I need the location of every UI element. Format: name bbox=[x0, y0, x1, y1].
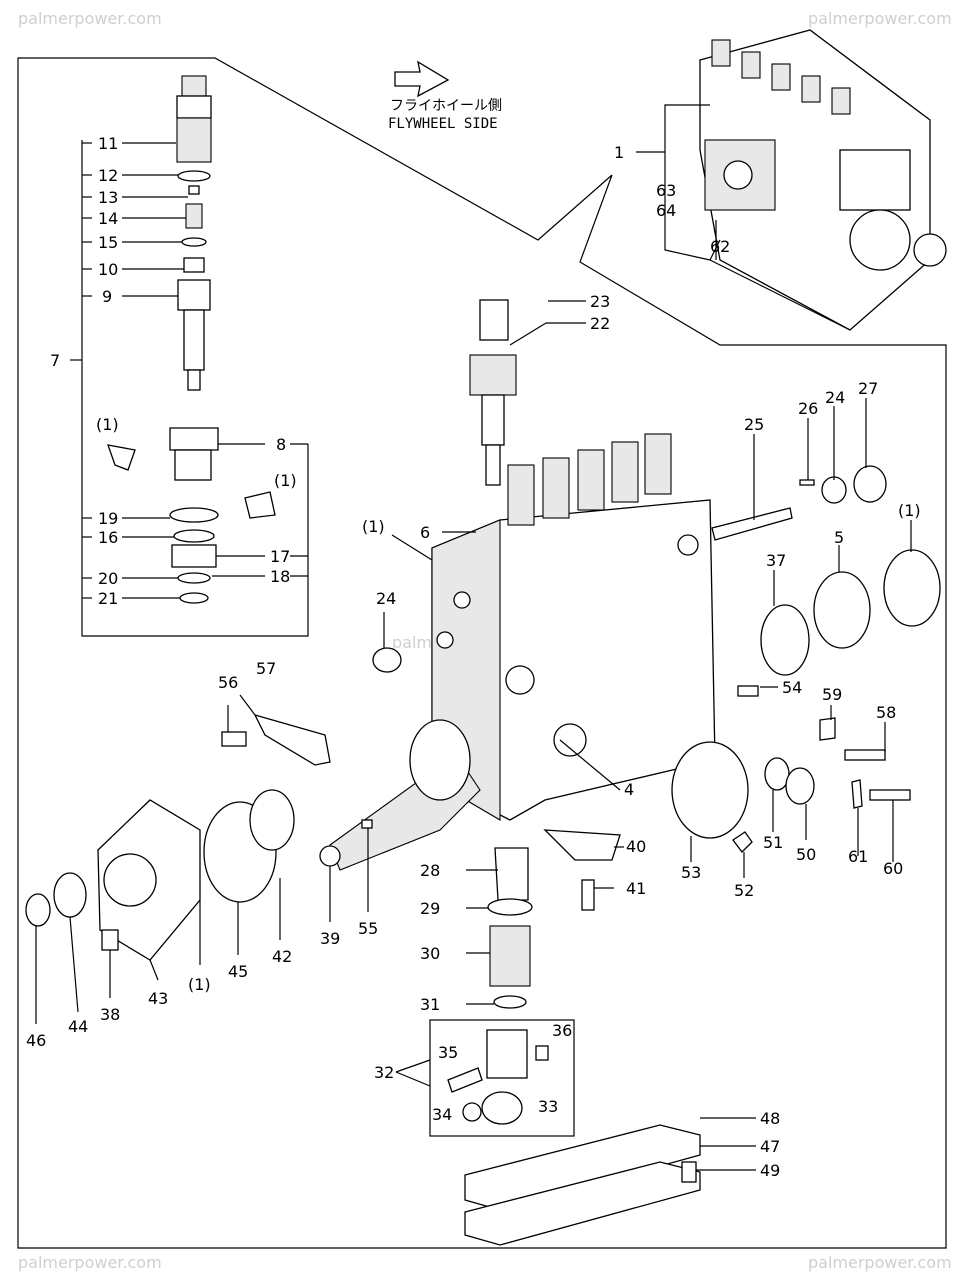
tappet-subparts bbox=[447, 1029, 549, 1125]
front-cover-parts bbox=[25, 789, 295, 961]
label-32: 32 bbox=[374, 1063, 394, 1082]
label-10: 10 bbox=[98, 260, 118, 279]
label-15: 15 bbox=[98, 233, 118, 252]
ref-label-a: (1) bbox=[96, 415, 119, 434]
watermark-top-right: palmerpower.com bbox=[808, 9, 952, 28]
label-16: 16 bbox=[98, 528, 118, 547]
label-14: 14 bbox=[98, 209, 118, 228]
tappet-stack bbox=[487, 847, 533, 1009]
label-43: 43 bbox=[148, 989, 168, 1008]
leader-1-bracket bbox=[664, 104, 711, 261]
label-28: 28 bbox=[420, 861, 440, 880]
label-1: 1 bbox=[614, 143, 624, 162]
subassembly-box bbox=[81, 140, 309, 637]
label-34: 34 bbox=[432, 1105, 452, 1124]
label-58: 58 bbox=[876, 703, 896, 722]
label-50: 50 bbox=[796, 845, 816, 864]
label-49: 49 bbox=[760, 1161, 780, 1180]
tappet-subbox bbox=[429, 1019, 575, 1137]
leaders-right bbox=[35, 220, 912, 1171]
bracket-57 bbox=[253, 713, 331, 766]
label-42: 42 bbox=[272, 947, 292, 966]
label-31: 31 bbox=[420, 995, 440, 1014]
label-23: 23 bbox=[590, 292, 610, 311]
label-24-left: 24 bbox=[376, 589, 396, 608]
bottom-gaskets bbox=[464, 1124, 701, 1246]
direction-label-jp: フライホイール側 bbox=[390, 98, 502, 114]
label-40: 40 bbox=[626, 837, 646, 856]
label-45: 45 bbox=[228, 962, 248, 981]
pump-housing bbox=[431, 299, 716, 821]
label-60: 60 bbox=[883, 859, 903, 878]
direction-arrow-icon bbox=[394, 60, 450, 98]
label-44: 44 bbox=[68, 1017, 88, 1036]
label-11: 11 bbox=[98, 134, 118, 153]
label-19: 19 bbox=[98, 509, 118, 528]
label-12: 12 bbox=[98, 166, 118, 185]
label-36: 36 bbox=[552, 1021, 572, 1040]
label-39: 39 bbox=[320, 929, 340, 948]
label-29: 29 bbox=[420, 899, 440, 918]
ref-label-c: (1) bbox=[362, 517, 385, 536]
label-48: 48 bbox=[760, 1109, 780, 1128]
label-52: 52 bbox=[734, 881, 754, 900]
label-54: 54 bbox=[782, 678, 802, 697]
label-25: 25 bbox=[744, 415, 764, 434]
main-frame bbox=[17, 57, 947, 1249]
ref-label-d: (1) bbox=[898, 501, 921, 520]
label-64: 64 bbox=[656, 201, 676, 220]
label-4: 4 bbox=[624, 780, 634, 799]
label-57: 57 bbox=[256, 659, 276, 678]
label-22: 22 bbox=[590, 314, 610, 333]
label-56: 56 bbox=[218, 673, 238, 692]
label-35: 35 bbox=[438, 1043, 458, 1062]
label-18: 18 bbox=[270, 567, 290, 586]
label-17: 17 bbox=[270, 547, 290, 566]
label-55: 55 bbox=[358, 919, 378, 938]
label-33: 33 bbox=[538, 1097, 558, 1116]
label-53: 53 bbox=[681, 863, 701, 882]
label-61: 61 bbox=[848, 847, 868, 866]
watermark-bottom-left: palmerpower.com bbox=[18, 1253, 162, 1272]
watermark-bottom-right: palmerpower.com bbox=[808, 1253, 952, 1272]
watermark-top-left: palmerpower.com bbox=[18, 9, 162, 28]
label-8: 8 bbox=[276, 435, 286, 454]
label-30: 30 bbox=[420, 944, 440, 963]
label-37: 37 bbox=[766, 551, 786, 570]
label-62: 62 bbox=[710, 237, 730, 256]
label-47: 47 bbox=[760, 1137, 780, 1156]
label-51: 51 bbox=[763, 833, 783, 852]
assembled-pump-illustration bbox=[699, 29, 947, 331]
label-21: 21 bbox=[98, 589, 118, 608]
label-38: 38 bbox=[100, 1005, 120, 1024]
ref-label-e: (1) bbox=[188, 975, 211, 994]
label-13: 13 bbox=[98, 188, 118, 207]
direction-label-en: FLYWHEEL SIDE bbox=[388, 116, 498, 132]
label-9: 9 bbox=[102, 287, 112, 306]
label-27: 27 bbox=[858, 379, 878, 398]
label-7: 7 bbox=[50, 351, 60, 370]
flywheel-direction: フライホイール側 FLYWHEEL SIDE bbox=[388, 60, 502, 132]
bolt-56 bbox=[221, 731, 247, 747]
label-46: 46 bbox=[26, 1031, 46, 1050]
label-5: 5 bbox=[834, 528, 844, 547]
part-labels: 1 4 5 6 7 8 9 10 11 12 13 14 15 16 17 18… bbox=[26, 134, 921, 1180]
label-59: 59 bbox=[822, 685, 842, 704]
label-6: 6 bbox=[420, 523, 430, 542]
label-26: 26 bbox=[798, 399, 818, 418]
label-20: 20 bbox=[98, 569, 118, 588]
governor-side-parts bbox=[361, 465, 941, 911]
label-24-right: 24 bbox=[825, 388, 845, 407]
leaders-left bbox=[82, 142, 308, 599]
label-63: 63 bbox=[656, 181, 676, 200]
label-41: 41 bbox=[626, 879, 646, 898]
delivery-valve-stack bbox=[107, 75, 276, 604]
camshaft bbox=[319, 719, 481, 871]
ref-label-b: (1) bbox=[274, 471, 297, 490]
